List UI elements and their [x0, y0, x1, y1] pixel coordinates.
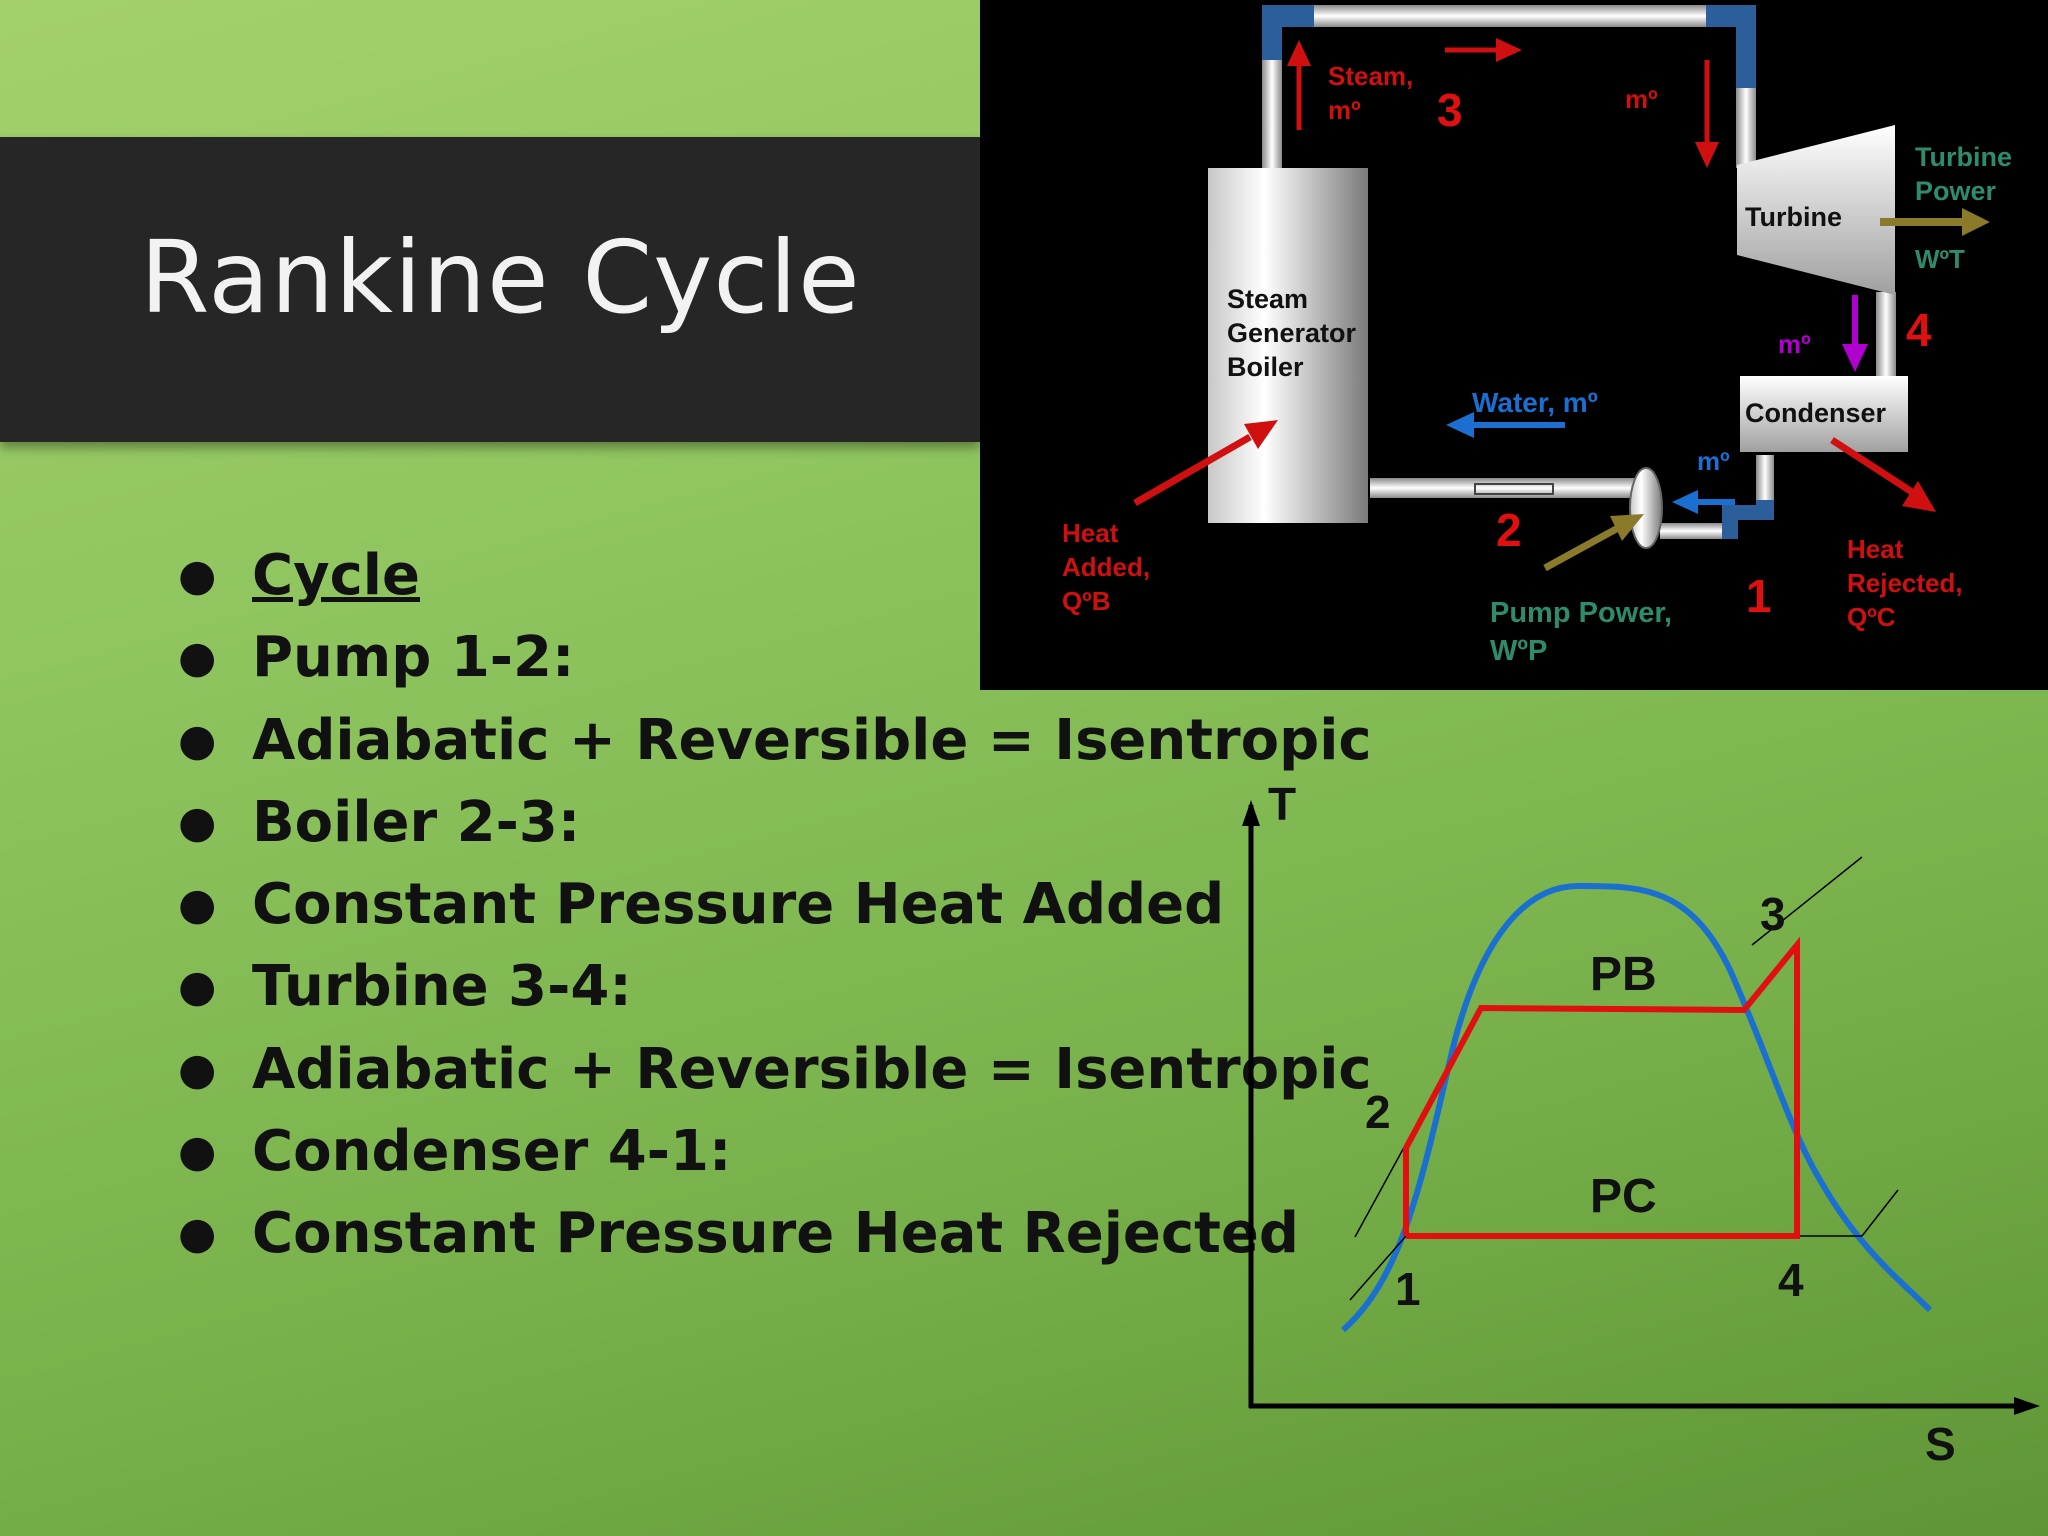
bullet-text: Cycle [252, 543, 420, 608]
steam-label: Steam, mº [1328, 61, 1421, 125]
bullet-dot: ● [178, 1126, 217, 1178]
schematic-state-3: 3 [1437, 84, 1463, 136]
bullet-text: Adiabatic + Reversible = Isentropic [252, 707, 1372, 773]
bullet-item: ● Boiler 2-3: [176, 782, 1372, 864]
turbine-label: Turbine [1745, 202, 1842, 232]
condensate-drop-pipe [1756, 455, 1774, 505]
condensate-mass-flow-label: mº [1697, 446, 1730, 476]
bullet-item: ● Cycle [176, 535, 1372, 617]
bullet-dot: ● [178, 961, 217, 1013]
schematic-state-1: 1 [1746, 570, 1772, 622]
bullet-text: Condenser 4-1: [252, 1119, 732, 1185]
condensate-arrow-head [1672, 490, 1698, 514]
bullet-text: Constant Pressure Heat Added [252, 872, 1225, 938]
heat-rejected-label: Heat Rejected, QºC [1847, 534, 1970, 632]
heat-rejected-arrow-line [1830, 437, 1914, 495]
boiler-vessel [1208, 168, 1368, 523]
turbine-inlet-pipe [1736, 88, 1756, 168]
pipe-elbow-top-left [1262, 5, 1314, 60]
pump-inlet-pipe [1660, 523, 1722, 539]
pump-body [1629, 467, 1663, 549]
bullet-text: Turbine 3-4: [252, 954, 632, 1020]
pump-work-arrow-head [1610, 514, 1644, 541]
bullet-dot: ● [178, 632, 217, 684]
exhaust-arrow-head [1842, 344, 1868, 372]
bullet-text: Adiabatic + Reversible = Isentropic [252, 1036, 1372, 1102]
pipe-fitting [1474, 483, 1554, 495]
bullet-list: ● Cycle ● Pump 1-2: ● Adiabatic + Reversibl… [176, 535, 1372, 1276]
steam-down-arrow-head [1695, 142, 1719, 168]
turbine-work-label: WºT [1915, 244, 1965, 274]
bullet-dot: ● [178, 879, 217, 931]
water-arrow-head [1446, 412, 1474, 438]
bullet-item: ● Pump 1-2: [176, 617, 1372, 699]
steam-riser-pipe [1262, 40, 1282, 170]
pipe-elbow-bottom-2 [1722, 505, 1738, 539]
turbine-body [1737, 125, 1895, 295]
feedwater-pipe [1370, 478, 1650, 498]
flow-arrows [1133, 38, 1990, 572]
heat-added-label: Heat Added, QºB [1062, 518, 1157, 616]
bullet-dot: ● [178, 1208, 217, 1260]
bullet-item: ● Constant Pressure Heat Added [176, 864, 1372, 946]
steam-up-arrow-head [1287, 40, 1311, 66]
bullet-dot: ● [178, 714, 217, 766]
pipe-elbow-top-right [1706, 5, 1756, 90]
condenser-body [1740, 376, 1908, 452]
pump-power-label: Pump Power, WºP [1490, 597, 1680, 667]
schematic-state-2: 2 [1496, 504, 1522, 556]
bullet-item: ● Turbine 3-4: [176, 946, 1372, 1028]
condenser-label: Condenser [1745, 398, 1887, 428]
bullet-dot: ● [178, 1043, 217, 1095]
turbine-exhaust-pipe [1876, 292, 1896, 378]
turbine-work-arrow-head [1962, 208, 1990, 236]
bullet-item: ● Condenser 4-1: [176, 1111, 1372, 1193]
bullet-text: Boiler 2-3: [252, 789, 581, 855]
heat-rejected-arrow-head [1902, 481, 1936, 512]
schematic-state-4: 4 [1906, 304, 1932, 356]
bullet-item: ● Constant Pressure Heat Rejected [176, 1193, 1372, 1275]
steam-right-arrow-head [1496, 38, 1522, 62]
steam-mass-flow-label: mº [1625, 84, 1658, 114]
rankine-schematic: Steam Generator Boiler Turbine Condenser… [1062, 5, 2020, 667]
exhaust-mass-flow-label: mº [1778, 329, 1811, 359]
bullet-dot: ● [178, 550, 217, 601]
bullet-text: Constant Pressure Heat Rejected [252, 1201, 1299, 1267]
bullet-text: Pump 1-2: [252, 625, 575, 691]
water-label: Water, mº [1472, 387, 1598, 418]
bullet-item: ● Adiabatic + Reversible = Isentropic [176, 1029, 1372, 1111]
bullet-dot: ● [178, 796, 217, 848]
heat-added-arrow-line [1133, 433, 1252, 507]
pump-work-arrow-line [1543, 524, 1620, 572]
heat-added-arrow-head [1244, 420, 1278, 449]
boiler-label: Steam Generator Boiler [1227, 284, 1364, 382]
piping [1262, 5, 1896, 539]
top-pipe [1314, 5, 1706, 27]
bullet-item: ● Adiabatic + Reversible = Isentropic [176, 700, 1372, 782]
schematic-panel [980, 0, 2048, 690]
title-band [0, 137, 980, 442]
turbine-power-label: Turbine Power [1915, 142, 2020, 206]
slide-title: Rankine Cycle [140, 219, 861, 336]
